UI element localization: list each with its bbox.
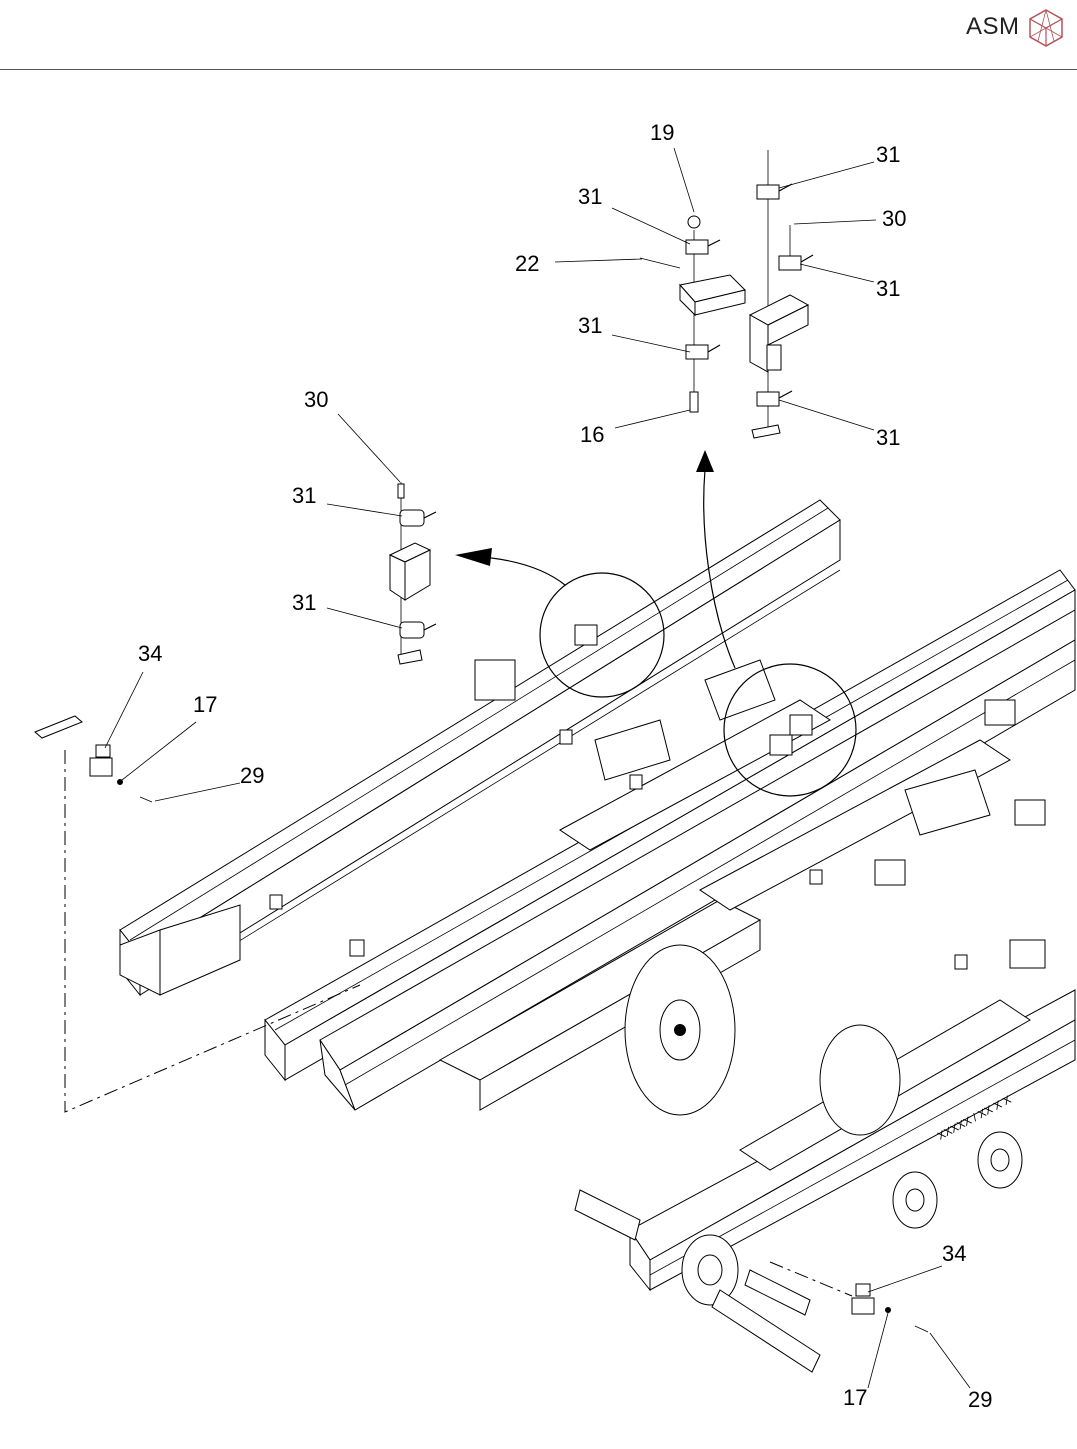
callout-34: 34 <box>942 1241 966 1266</box>
conveyor-frame: XXXXX / XX X X <box>120 500 1075 1372</box>
callout-19: 19 <box>650 120 674 145</box>
callout-17: 17 <box>193 692 217 717</box>
callout-31: 31 <box>292 483 316 508</box>
callout-17: 17 <box>843 1385 867 1410</box>
callout-16: 16 <box>580 422 604 447</box>
callout-29: 29 <box>240 763 264 788</box>
callout-22: 22 <box>515 251 539 276</box>
callout-31: 31 <box>292 590 316 615</box>
callout-31: 31 <box>578 184 602 209</box>
callout-30: 30 <box>882 206 906 231</box>
sensor-bracket-assembly-left <box>390 482 436 664</box>
callout-31: 31 <box>578 313 602 338</box>
callout-34: 34 <box>138 641 162 666</box>
callout-31: 31 <box>876 276 900 301</box>
callout-31: 31 <box>876 142 900 167</box>
sensor-bracket-assembly-top <box>640 150 813 438</box>
callout-31: 31 <box>876 425 900 450</box>
callout-30: 30 <box>304 387 328 412</box>
callout-29: 29 <box>968 1387 992 1412</box>
